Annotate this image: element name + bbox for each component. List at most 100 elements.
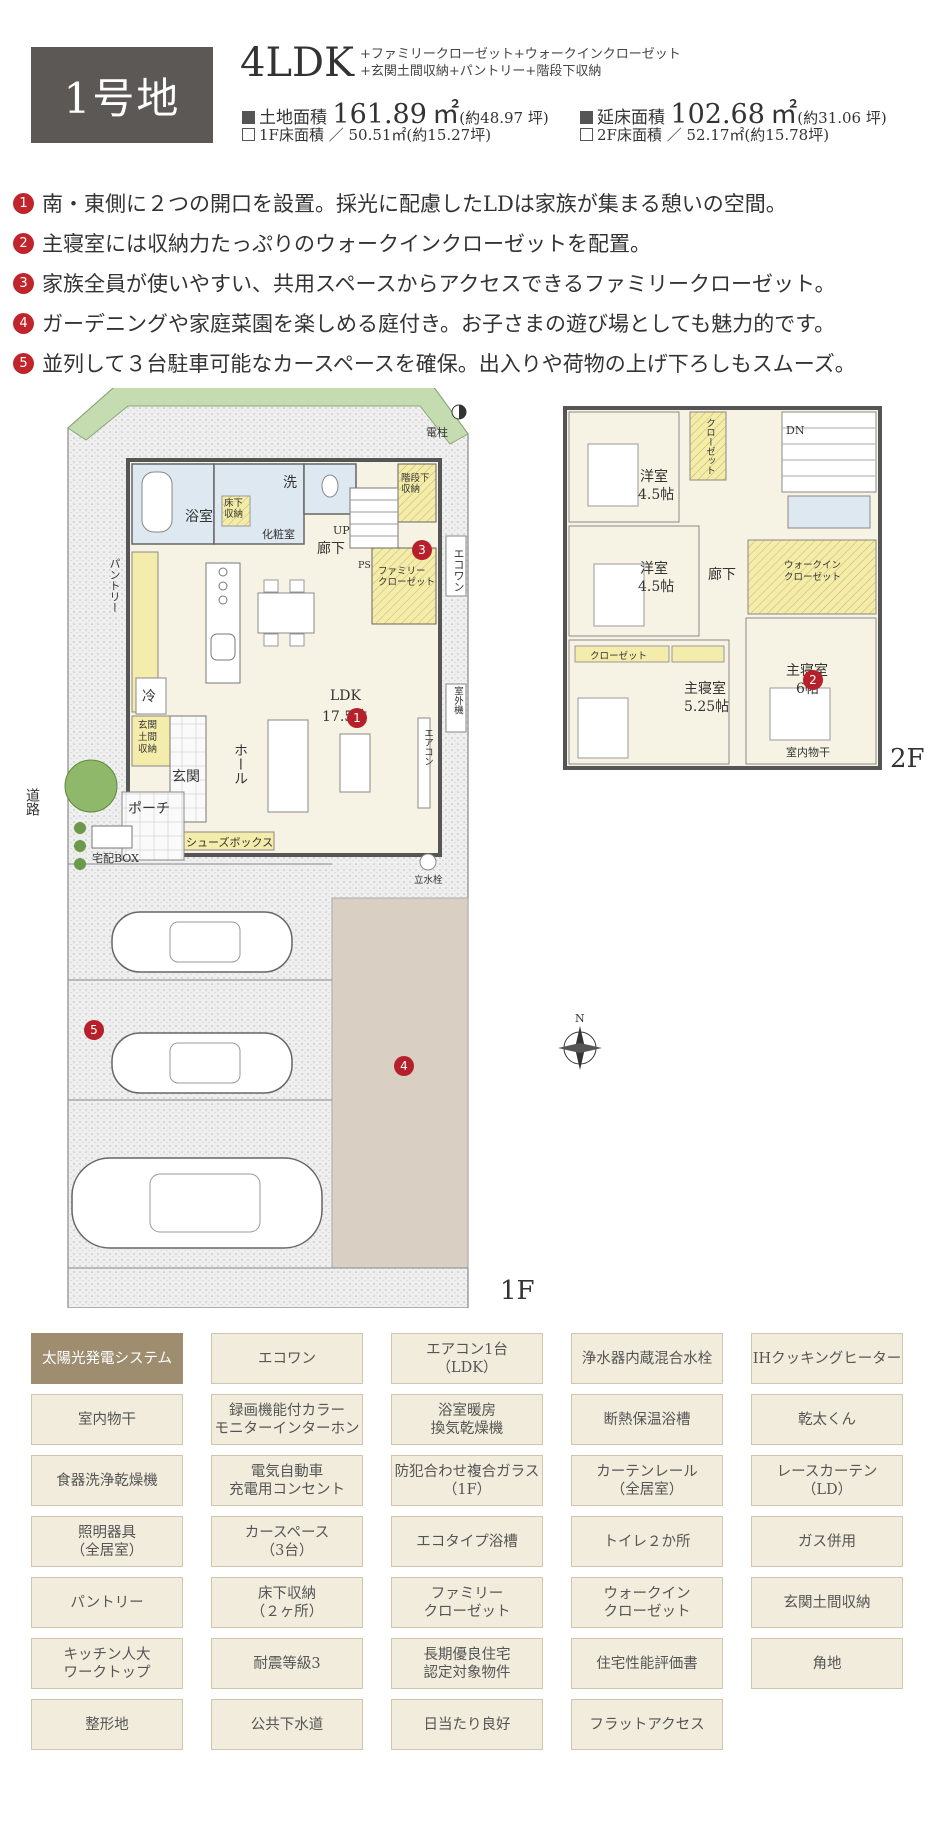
floor-plans: 電柱 浴室 洗 床下 収納 化粧室 階段下 収納 UP 廊下 PS ファミリー … <box>0 388 950 1308</box>
filled-square-icon <box>242 111 255 124</box>
spec-item: ファミリー クローゼット <box>391 1577 543 1628</box>
family-closet-label: ファミリー クローゼット <box>378 566 436 588</box>
delivery-box-label: 宅配BOX <box>92 852 139 865</box>
feature-pin-3: 3 <box>412 540 432 560</box>
extras-line-1: +ファミリークローゼット+ウォークインクローゼット <box>360 47 681 62</box>
spec-item: 公共下水道 <box>211 1699 363 1750</box>
feature-item: 3 家族全員が使いやすい、共用スペースからアクセスできるファミリークローゼット。 <box>13 263 943 303</box>
feature-text: 主寝室には収納力たっぷりのウォークインクローゼットを配置。 <box>42 232 651 256</box>
spec-item: エコタイプ浴槽 <box>391 1516 543 1567</box>
spec-item: 日当たり良好 <box>391 1699 543 1750</box>
spec-item: 耐震等級3 <box>211 1638 363 1689</box>
feature-number-badge: 5 <box>13 352 34 374</box>
spec-item: レースカーテン （LD） <box>751 1455 903 1506</box>
walk-in-closet-label: ウォークイン クローゼット <box>784 560 842 583</box>
outdoor-unit-label: 室外機 <box>452 686 463 715</box>
spec-item: ウォークイン クローゼット <box>571 1577 723 1628</box>
feature-number-badge: 1 <box>13 192 34 214</box>
floor-1f-label: 1F <box>500 1276 535 1306</box>
porch-label: ポーチ <box>128 801 170 817</box>
floor-area-unit: ㎡ <box>770 99 798 130</box>
room2-label: 洋室 <box>640 561 668 577</box>
stair-storage-label: 階段下 収納 <box>401 473 430 495</box>
feature-text: 南・東側に２つの開口を設置。採光に配慮したLDは家族が集まる憩いの空間。 <box>42 192 787 216</box>
room2-size-label: 4.5帖 <box>638 579 675 595</box>
down-label: DN <box>786 424 805 437</box>
layout-type: 4LDK <box>240 40 354 86</box>
faucet-label: 立水栓 <box>414 875 443 886</box>
land-area-value: 161.89 <box>332 99 427 130</box>
spec-item: 角地 <box>751 1638 903 1689</box>
feature-text: 家族全員が使いやすい、共用スペースからアクセスできるファミリークローゼット。 <box>42 272 836 296</box>
spec-item: キッチン人大 ワークトップ <box>31 1638 183 1689</box>
land-area-tsubo: (約48.97 坪) <box>459 109 549 127</box>
aircon-label: エアコン <box>422 728 433 766</box>
master-bedroom-1-label: 主寝室 <box>684 681 726 697</box>
ps-label: PS <box>358 560 371 571</box>
feature-item: 2 主寝室には収納力たっぷりのウォークインクローゼットを配置。 <box>13 223 943 263</box>
spec-item: 住宅性能評価書 <box>571 1638 723 1689</box>
vanity-label: 化粧室 <box>262 528 295 541</box>
feature-number-badge: 3 <box>13 272 34 294</box>
pantry-label: パントリー <box>108 558 121 613</box>
floor-2f-label: 2F <box>890 744 925 774</box>
road-label: 道路 <box>24 788 40 816</box>
spec-item: 電気自動車 充電用コンセント <box>211 1455 363 1506</box>
spec-item: IHクッキングヒーター <box>751 1333 903 1384</box>
feature-pin-4: 4 <box>394 1056 414 1076</box>
fridge-label: 冷 <box>142 689 156 705</box>
feature-pin-1: 1 <box>347 708 367 728</box>
lot-badge: 1号地 <box>31 47 213 143</box>
floor-area-value: 102.68 <box>670 99 765 130</box>
empty-square-icon <box>242 128 255 141</box>
entrance-hall-label: ホール <box>232 743 248 785</box>
spec-item: カースペース （3台） <box>211 1516 363 1567</box>
spec-item: 乾太くん <box>751 1394 903 1445</box>
feature-text: ガーデニングや家庭菜園を楽しめる庭付き。お子さまの遊び場としても魅力的です。 <box>42 312 836 336</box>
first-floor-area-text: 1F床面積 ／ 50.51㎡(約15.27坪) <box>259 126 492 144</box>
compass-icon <box>558 1026 602 1070</box>
floor-plan-drawing <box>64 388 882 1308</box>
spec-item: ガス併用 <box>751 1516 903 1567</box>
spec-item: 照明器具 （全居室） <box>31 1516 183 1567</box>
extras-line-2: +玄関土間収納+パントリー+階段下収納 <box>360 64 602 79</box>
land-area: 土地面積 161.89 ㎡(約48.97 坪) <box>242 92 549 131</box>
room1-size-label: 4.5帖 <box>638 487 675 503</box>
spec-item: 太陽光発電システム <box>31 1333 183 1384</box>
spec-item: パントリー <box>31 1577 183 1628</box>
land-area-label: 土地面積 <box>259 108 327 128</box>
second-floor-area: 2F床面積 ／ 52.17㎡(約15.78坪) <box>580 124 829 145</box>
spec-item: 食器洗浄乾燥機 <box>31 1455 183 1506</box>
feature-text: 並列して３台駐車可能なカースペースを確保。出入りや荷物の上げ下ろしもスムーズ。 <box>42 352 856 376</box>
site-1f <box>64 388 469 1308</box>
feature-number-badge: 2 <box>13 232 34 254</box>
compass-north-label: N <box>575 1012 585 1025</box>
spec-item: 玄関土間収納 <box>751 1577 903 1628</box>
land-area-unit: ㎡ <box>432 99 460 130</box>
indoor-drying-label: 室内物干 <box>786 746 830 759</box>
spec-item: 浴室暖房 換気乾燥機 <box>391 1394 543 1445</box>
closet-label: クローゼット <box>704 418 715 475</box>
spec-item: フラットアクセス <box>571 1699 723 1750</box>
underfloor-storage-label: 床下 収納 <box>224 498 244 520</box>
feature-pin-5: 5 <box>84 1020 104 1040</box>
bath-label: 浴室 <box>185 509 213 525</box>
extras-list: +ファミリークローゼット+ウォークインクローゼット +玄関土間収納+パントリー+… <box>360 46 720 80</box>
first-floor-area: 1F床面積 ／ 50.51㎡(約15.27坪) <box>242 124 491 145</box>
genkan-label: 玄関 <box>172 769 200 785</box>
spec-item: 整形地 <box>31 1699 183 1750</box>
spec-item: トイレ２か所 <box>571 1516 723 1567</box>
up-label: UP <box>333 524 350 537</box>
feature-item: 1 南・東側に２つの開口を設置。採光に配慮したLDは家族が集まる憩いの空間。 <box>13 183 943 223</box>
ldk-label: LDK <box>330 688 361 704</box>
master-bedroom-1-size-label: 5.25帖 <box>684 699 730 715</box>
spec-item: 断熱保温浴槽 <box>571 1394 723 1445</box>
utility-pole-label: 電柱 <box>426 426 448 439</box>
floor-area: 延床面積 102.68 ㎡(約31.06 坪) <box>580 92 887 131</box>
plan-2f <box>563 406 882 770</box>
spec-item: 長期優良住宅 認定対象物件 <box>391 1638 543 1689</box>
spec-item: エコワン <box>211 1333 363 1384</box>
floor-area-tsubo: (約31.06 坪) <box>797 109 887 127</box>
spec-item: エアコン1台 （LDK） <box>391 1333 543 1384</box>
